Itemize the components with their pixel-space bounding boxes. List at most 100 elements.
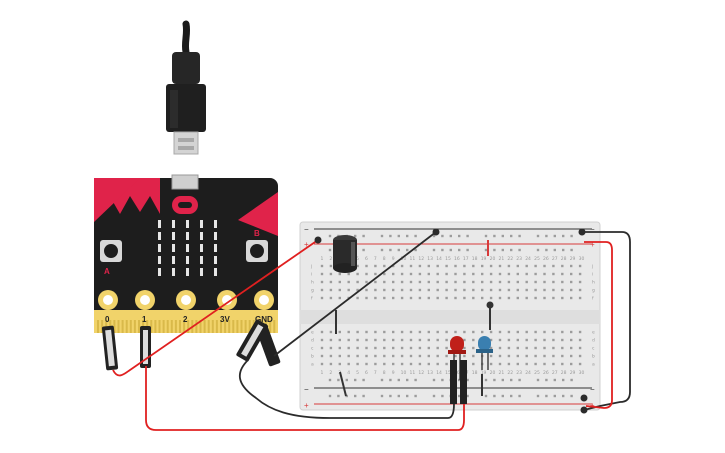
breadboard-hole[interactable] xyxy=(493,248,496,252)
breadboard-hole[interactable] xyxy=(409,338,413,342)
breadboard-hole[interactable] xyxy=(380,394,384,398)
breadboard-hole[interactable] xyxy=(383,362,386,366)
breadboard-hole[interactable] xyxy=(484,394,488,398)
breadboard-hole[interactable] xyxy=(436,280,439,284)
breadboard-hole[interactable] xyxy=(466,248,469,252)
breadboard-hole[interactable] xyxy=(354,234,357,238)
breadboard-hole[interactable] xyxy=(534,346,537,350)
breadboard-hole[interactable] xyxy=(365,354,368,358)
breadboard-hole[interactable] xyxy=(552,280,555,284)
breadboard-hole[interactable] xyxy=(578,346,582,350)
breadboard-hole[interactable] xyxy=(463,346,466,350)
breadboard-hole[interactable] xyxy=(329,330,333,334)
breadboard-hole[interactable] xyxy=(493,378,496,382)
breadboard-hole[interactable] xyxy=(320,330,324,334)
breadboard-hole[interactable] xyxy=(356,346,359,350)
breadboard-hole[interactable] xyxy=(409,272,413,276)
breadboard-hole[interactable] xyxy=(570,362,573,366)
breadboard-hole[interactable] xyxy=(400,330,404,334)
breadboard-hole[interactable] xyxy=(389,234,392,238)
breadboard-hole[interactable] xyxy=(406,234,409,238)
breadboard-hole[interactable] xyxy=(552,272,555,276)
breadboard-hole[interactable] xyxy=(329,264,333,268)
breadboard-hole[interactable] xyxy=(543,288,546,292)
breadboard-hole[interactable] xyxy=(570,280,573,284)
breadboard-hole[interactable] xyxy=(418,272,422,276)
breadboard-hole[interactable] xyxy=(578,330,582,334)
breadboard-hole[interactable] xyxy=(320,296,324,300)
breadboard-hole[interactable] xyxy=(507,346,511,350)
breadboard-hole[interactable] xyxy=(454,272,457,276)
breadboard-hole[interactable] xyxy=(507,354,511,358)
breadboard-hole[interactable] xyxy=(543,264,546,268)
breadboard-hole[interactable] xyxy=(347,362,350,366)
breadboard-hole[interactable] xyxy=(445,330,448,334)
breadboard-hole[interactable] xyxy=(414,234,417,238)
breadboard-hole[interactable] xyxy=(427,338,430,342)
breadboard-hole[interactable] xyxy=(320,264,324,268)
breadboard-hole[interactable] xyxy=(518,248,521,252)
breadboard-hole[interactable] xyxy=(397,234,400,238)
breadboard-hole[interactable] xyxy=(409,354,413,358)
breadboard-hole[interactable] xyxy=(481,272,484,276)
breadboard-hole[interactable] xyxy=(507,330,511,334)
breadboard-hole[interactable] xyxy=(338,288,341,292)
breadboard-hole[interactable] xyxy=(362,394,365,398)
breadboard-hole[interactable] xyxy=(561,354,564,358)
breadboard-hole[interactable] xyxy=(427,272,430,276)
breadboard-hole[interactable] xyxy=(516,272,519,276)
button-b[interactable] xyxy=(246,240,268,262)
breadboard-hole[interactable] xyxy=(543,338,546,342)
breadboard-hole[interactable] xyxy=(392,330,395,334)
breadboard-hole[interactable] xyxy=(397,378,400,382)
breadboard-hole[interactable] xyxy=(347,346,350,350)
breadboard-hole[interactable] xyxy=(507,272,511,276)
breadboard-hole[interactable] xyxy=(356,354,359,358)
breadboard-hole[interactable] xyxy=(525,264,528,268)
breadboard-hole[interactable] xyxy=(365,296,368,300)
breadboard-hole[interactable] xyxy=(543,354,546,358)
breadboard-hole[interactable] xyxy=(458,378,461,382)
breadboard-hole[interactable] xyxy=(389,394,392,398)
breadboard-hole[interactable] xyxy=(427,288,430,292)
breadboard-hole[interactable] xyxy=(463,338,466,342)
breadboard-hole[interactable] xyxy=(484,248,488,252)
breadboard-hole[interactable] xyxy=(432,234,436,238)
breadboard-hole[interactable] xyxy=(400,338,404,342)
breadboard-hole[interactable] xyxy=(463,288,466,292)
breadboard-hole[interactable] xyxy=(392,362,395,366)
breadboard-hole[interactable] xyxy=(383,354,386,358)
breadboard-hole[interactable] xyxy=(501,378,504,382)
breadboard-hole[interactable] xyxy=(534,272,537,276)
breadboard-hole[interactable] xyxy=(534,288,537,292)
breadboard-hole[interactable] xyxy=(356,280,359,284)
breadboard-hole[interactable] xyxy=(406,378,409,382)
breadboard-hole[interactable] xyxy=(458,234,461,238)
breadboard-hole[interactable] xyxy=(320,288,324,292)
breadboard-hole[interactable] xyxy=(516,288,519,292)
breadboard-hole[interactable] xyxy=(552,346,555,350)
breadboard-hole[interactable] xyxy=(507,338,511,342)
breadboard-hole[interactable] xyxy=(552,264,555,268)
breadboard-hole[interactable] xyxy=(578,354,582,358)
breadboard-hole[interactable] xyxy=(337,394,340,398)
breadboard-hole[interactable] xyxy=(329,280,333,284)
breadboard-hole[interactable] xyxy=(329,354,333,358)
breadboard-hole[interactable] xyxy=(414,394,417,398)
breadboard-hole[interactable] xyxy=(561,330,564,334)
breadboard-hole[interactable] xyxy=(427,362,430,366)
breadboard-hole[interactable] xyxy=(561,280,564,284)
breadboard-hole[interactable] xyxy=(392,264,395,268)
breadboard-hole[interactable] xyxy=(463,272,466,276)
breadboard-hole[interactable] xyxy=(365,288,368,292)
breadboard-hole[interactable] xyxy=(374,354,377,358)
breadboard-hole[interactable] xyxy=(445,280,448,284)
breadboard-hole[interactable] xyxy=(328,378,332,382)
breadboard-hole[interactable] xyxy=(454,288,457,292)
breadboard-hole[interactable] xyxy=(562,378,565,382)
breadboard-hole[interactable] xyxy=(436,346,439,350)
breadboard-hole[interactable] xyxy=(383,338,386,342)
breadboard-hole[interactable] xyxy=(365,346,368,350)
breadboard-hole[interactable] xyxy=(472,280,475,284)
breadboard-hole[interactable] xyxy=(489,272,493,276)
